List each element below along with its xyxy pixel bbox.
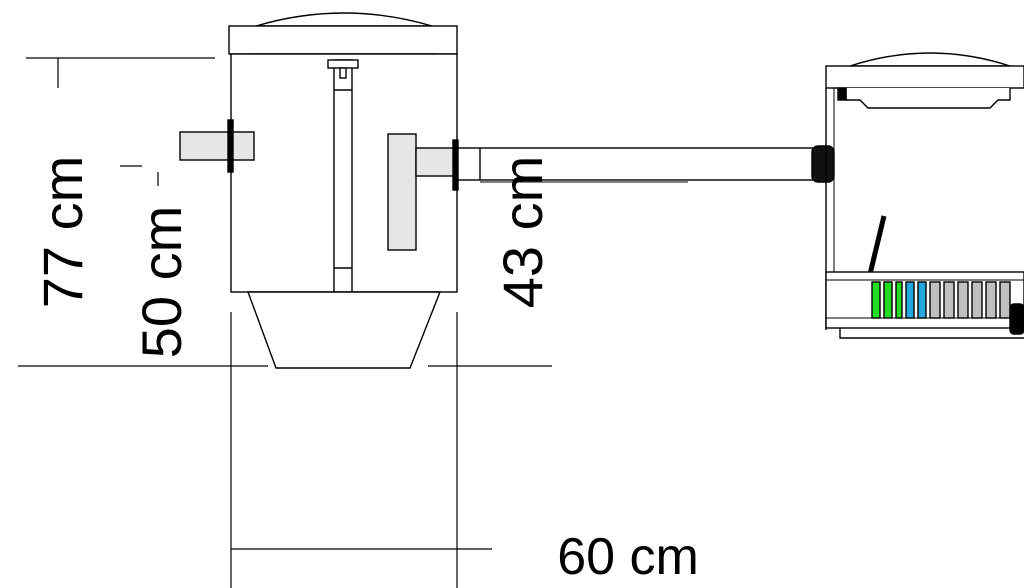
dimension-lines [18, 57, 552, 588]
grease-separator-tank-icon [179, 12, 459, 369]
dim-label-50cm: 50 cm [130, 206, 193, 359]
receiving-tank-icon [825, 52, 1024, 339]
dim-label-43cm: 43 cm [491, 156, 554, 309]
dim-label-60cm: 60 cm [557, 528, 699, 586]
dim-label-77cm: 77 cm [31, 156, 94, 309]
outlet-pipe-icon [457, 145, 835, 183]
